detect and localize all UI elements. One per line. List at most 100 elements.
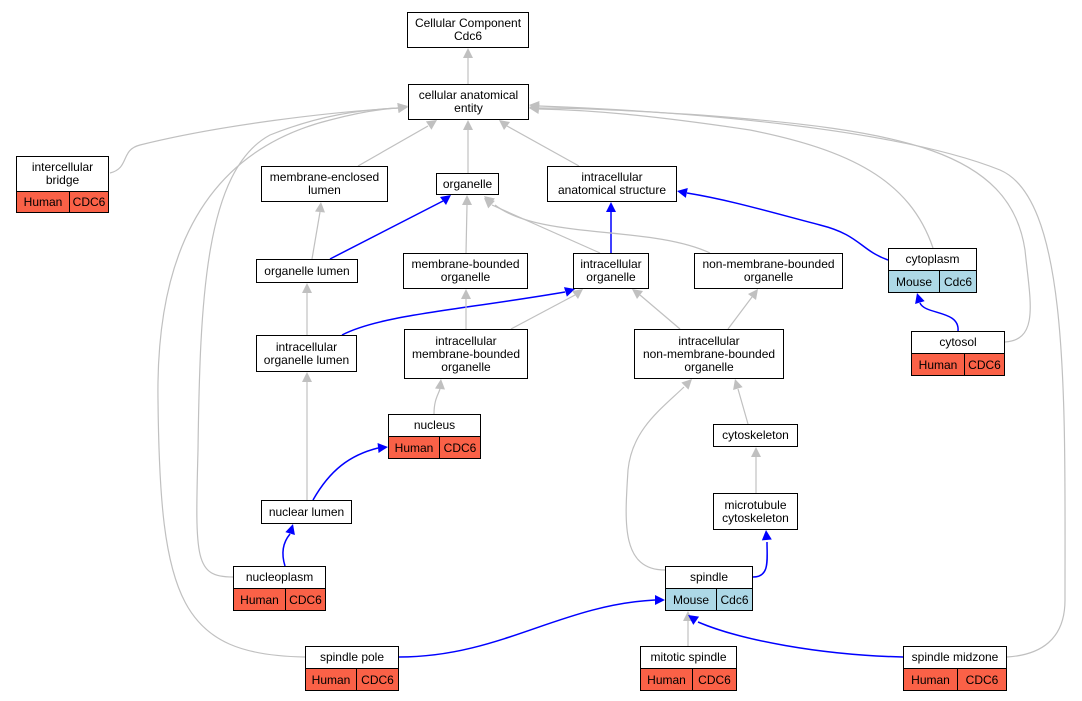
node-nucleus[interactable]: nucleus — [388, 414, 481, 437]
edge-mel-cae — [357, 120, 437, 167]
edge-cytosol-cytoplasm-arrowhead — [915, 293, 925, 305]
edge-io-organelle-line — [491, 204, 601, 254]
edge-spindle-inmbo-line — [625, 386, 685, 571]
annotation-spindle-pole: Human CDC6 — [305, 668, 399, 691]
gene-label: CDC6 — [285, 589, 325, 610]
edge-smid-spindle — [688, 615, 904, 658]
node-membrane-enclosed-lumen[interactable]: membrane-enclosed lumen — [261, 166, 388, 202]
node-microtubule-cytoskeleton[interactable]: microtubule cytoskeleton — [713, 493, 798, 530]
edge-sp-cae — [157, 103, 408, 658]
species-label: Mouse — [672, 592, 710, 607]
gene-label: CDC6 — [356, 669, 398, 690]
edge-sp-spindle-arrowhead — [655, 595, 665, 605]
edge-imbo-io — [510, 289, 583, 330]
node-intracellular-organelle[interactable]: intracellular organelle — [573, 253, 649, 289]
edge-mbo-organelle-line — [465, 204, 468, 254]
node-nucleoplasm[interactable]: nucleoplasm — [233, 566, 326, 589]
edge-spindle-mc-arrowhead — [761, 530, 772, 541]
edge-spindle-mc-line — [752, 541, 768, 578]
edge-inmbo-nmbo-line — [727, 296, 753, 330]
edge-spindle-inmbo-arrowhead — [681, 379, 692, 390]
node-intercellular-bridge[interactable]: intercellular bridge — [16, 156, 109, 192]
node-cellular-component-cdc6[interactable]: Cellular Component Cdc6 — [407, 12, 529, 48]
gene-label: CDC6 — [439, 437, 480, 458]
gene-label: CDC6 — [964, 354, 1004, 375]
edge-nucleoplasm-nl — [282, 524, 295, 567]
annotation-nucleus: Human CDC6 — [388, 436, 481, 459]
edge-ol-mel-line — [311, 211, 321, 260]
edge-mc-cytoskeleton-arrowhead — [751, 447, 761, 457]
node-spindle[interactable]: spindle — [665, 566, 753, 589]
edge-cytoskeleton-inmbo-arrowhead — [733, 379, 743, 391]
node-intracellular-non-membrane-bounded-organelle[interactable]: intracellular non-membrane-bounded organ… — [634, 329, 784, 379]
edge-iol-ol-arrowhead — [302, 283, 312, 293]
edge-imbo-mbo-arrowhead — [461, 289, 471, 299]
edge-nl-iol-arrowhead — [302, 372, 312, 382]
species-label: Human — [394, 440, 434, 455]
edge-inmbo-nmbo-arrowhead — [748, 289, 758, 300]
edge-mc-cytoskeleton — [751, 447, 761, 493]
edge-imbo-mbo — [461, 289, 471, 329]
edge-imbo-io-arrowhead — [572, 289, 583, 299]
edge-io-organelle — [484, 198, 601, 254]
gene-label: CDC6 — [69, 192, 108, 212]
edge-cytoplasm-cae-line — [538, 108, 934, 249]
edge-ias-cae — [499, 120, 580, 167]
node-membrane-bounded-organelle[interactable]: membrane-bounded organelle — [403, 253, 528, 289]
edge-cae-root-arrowhead — [463, 48, 473, 58]
edge-smid-cae-arrowhead — [529, 101, 540, 111]
edge-smid-cae — [529, 101, 1066, 658]
edge-nl-iol — [302, 372, 312, 500]
edge-smid-cae-line — [538, 105, 1066, 658]
edge-cytosol-cae — [529, 103, 1031, 343]
node-cellular-anatomical-entity[interactable]: cellular anatomical entity — [408, 84, 529, 120]
node-cytoplasm[interactable]: cytoplasm — [888, 248, 977, 271]
edge-nl-nucleus — [312, 443, 388, 501]
gene-label: Cdc6 — [716, 589, 752, 610]
annotation-cytosol: Human CDC6 — [911, 353, 1005, 376]
node-spindle-midzone[interactable]: spindle midzone — [903, 646, 1007, 669]
edge-ias-cae-arrowhead — [499, 120, 510, 130]
node-non-membrane-bounded-organelle[interactable]: non-membrane-bounded organelle — [694, 253, 843, 289]
edge-cytosol-cytoplasm-line — [919, 302, 959, 332]
edge-organelle-cae-arrowhead — [463, 120, 473, 130]
edge-inmbo-io — [632, 289, 681, 330]
annotation-cytoplasm: Mouse Cdc6 — [888, 270, 977, 293]
edge-nl-nucleus-arrowhead — [377, 443, 388, 453]
node-nuclear-lumen[interactable]: nuclear lumen — [261, 500, 352, 524]
edge-ol-mel — [311, 202, 325, 260]
annotation-nucleoplasm: Human CDC6 — [233, 588, 326, 611]
node-intracellular-anatomical-structure[interactable]: intracellular anatomical structure — [547, 166, 677, 202]
node-intracellular-membrane-bounded-organelle[interactable]: intracellular membrane-bounded organelle — [404, 329, 528, 379]
edge-sp-cae-line — [157, 107, 399, 658]
edge-inmbo-nmbo — [727, 289, 758, 330]
edge-cytosol-cytoplasm — [915, 293, 959, 332]
edge-spindle-inmbo — [625, 379, 692, 571]
species-label: Human — [647, 672, 686, 687]
edge-nl-nucleus-line — [312, 447, 379, 501]
edge-io-ias — [606, 202, 616, 253]
node-spindle-pole[interactable]: spindle pole — [305, 646, 399, 669]
node-cytosol[interactable]: cytosol — [911, 331, 1005, 354]
edge-ol-mel-arrowhead — [315, 202, 325, 213]
edge-iol-io-arrowhead — [563, 287, 575, 297]
edge-io-ias-arrowhead — [606, 202, 616, 212]
edge-nmbo-organelle-arrowhead — [484, 196, 495, 207]
node-cytoskeleton[interactable]: cytoskeleton — [713, 424, 798, 447]
node-intracellular-organelle-lumen[interactable]: intracellular organelle lumen — [256, 335, 357, 372]
edge-smid-spindle-line — [697, 621, 904, 658]
edge-organelle-cae — [463, 120, 473, 173]
edge-inmbo-io-line — [639, 294, 681, 330]
edge-nucleus-imbo-line — [433, 388, 441, 415]
species-label: Mouse — [895, 274, 933, 289]
species-label: Human — [918, 357, 958, 372]
edge-cae-root — [463, 48, 473, 84]
node-organelle-lumen[interactable]: organelle lumen — [256, 259, 358, 283]
edge-spindle-mc — [752, 530, 772, 578]
node-mitotic-spindle[interactable]: mitotic spindle — [640, 646, 737, 669]
edge-sp-spindle — [398, 595, 665, 658]
node-organelle[interactable]: organelle — [436, 173, 499, 195]
edge-nucleoplasm-nl-line — [282, 533, 291, 567]
edge-mbo-organelle-arrowhead — [462, 195, 472, 205]
